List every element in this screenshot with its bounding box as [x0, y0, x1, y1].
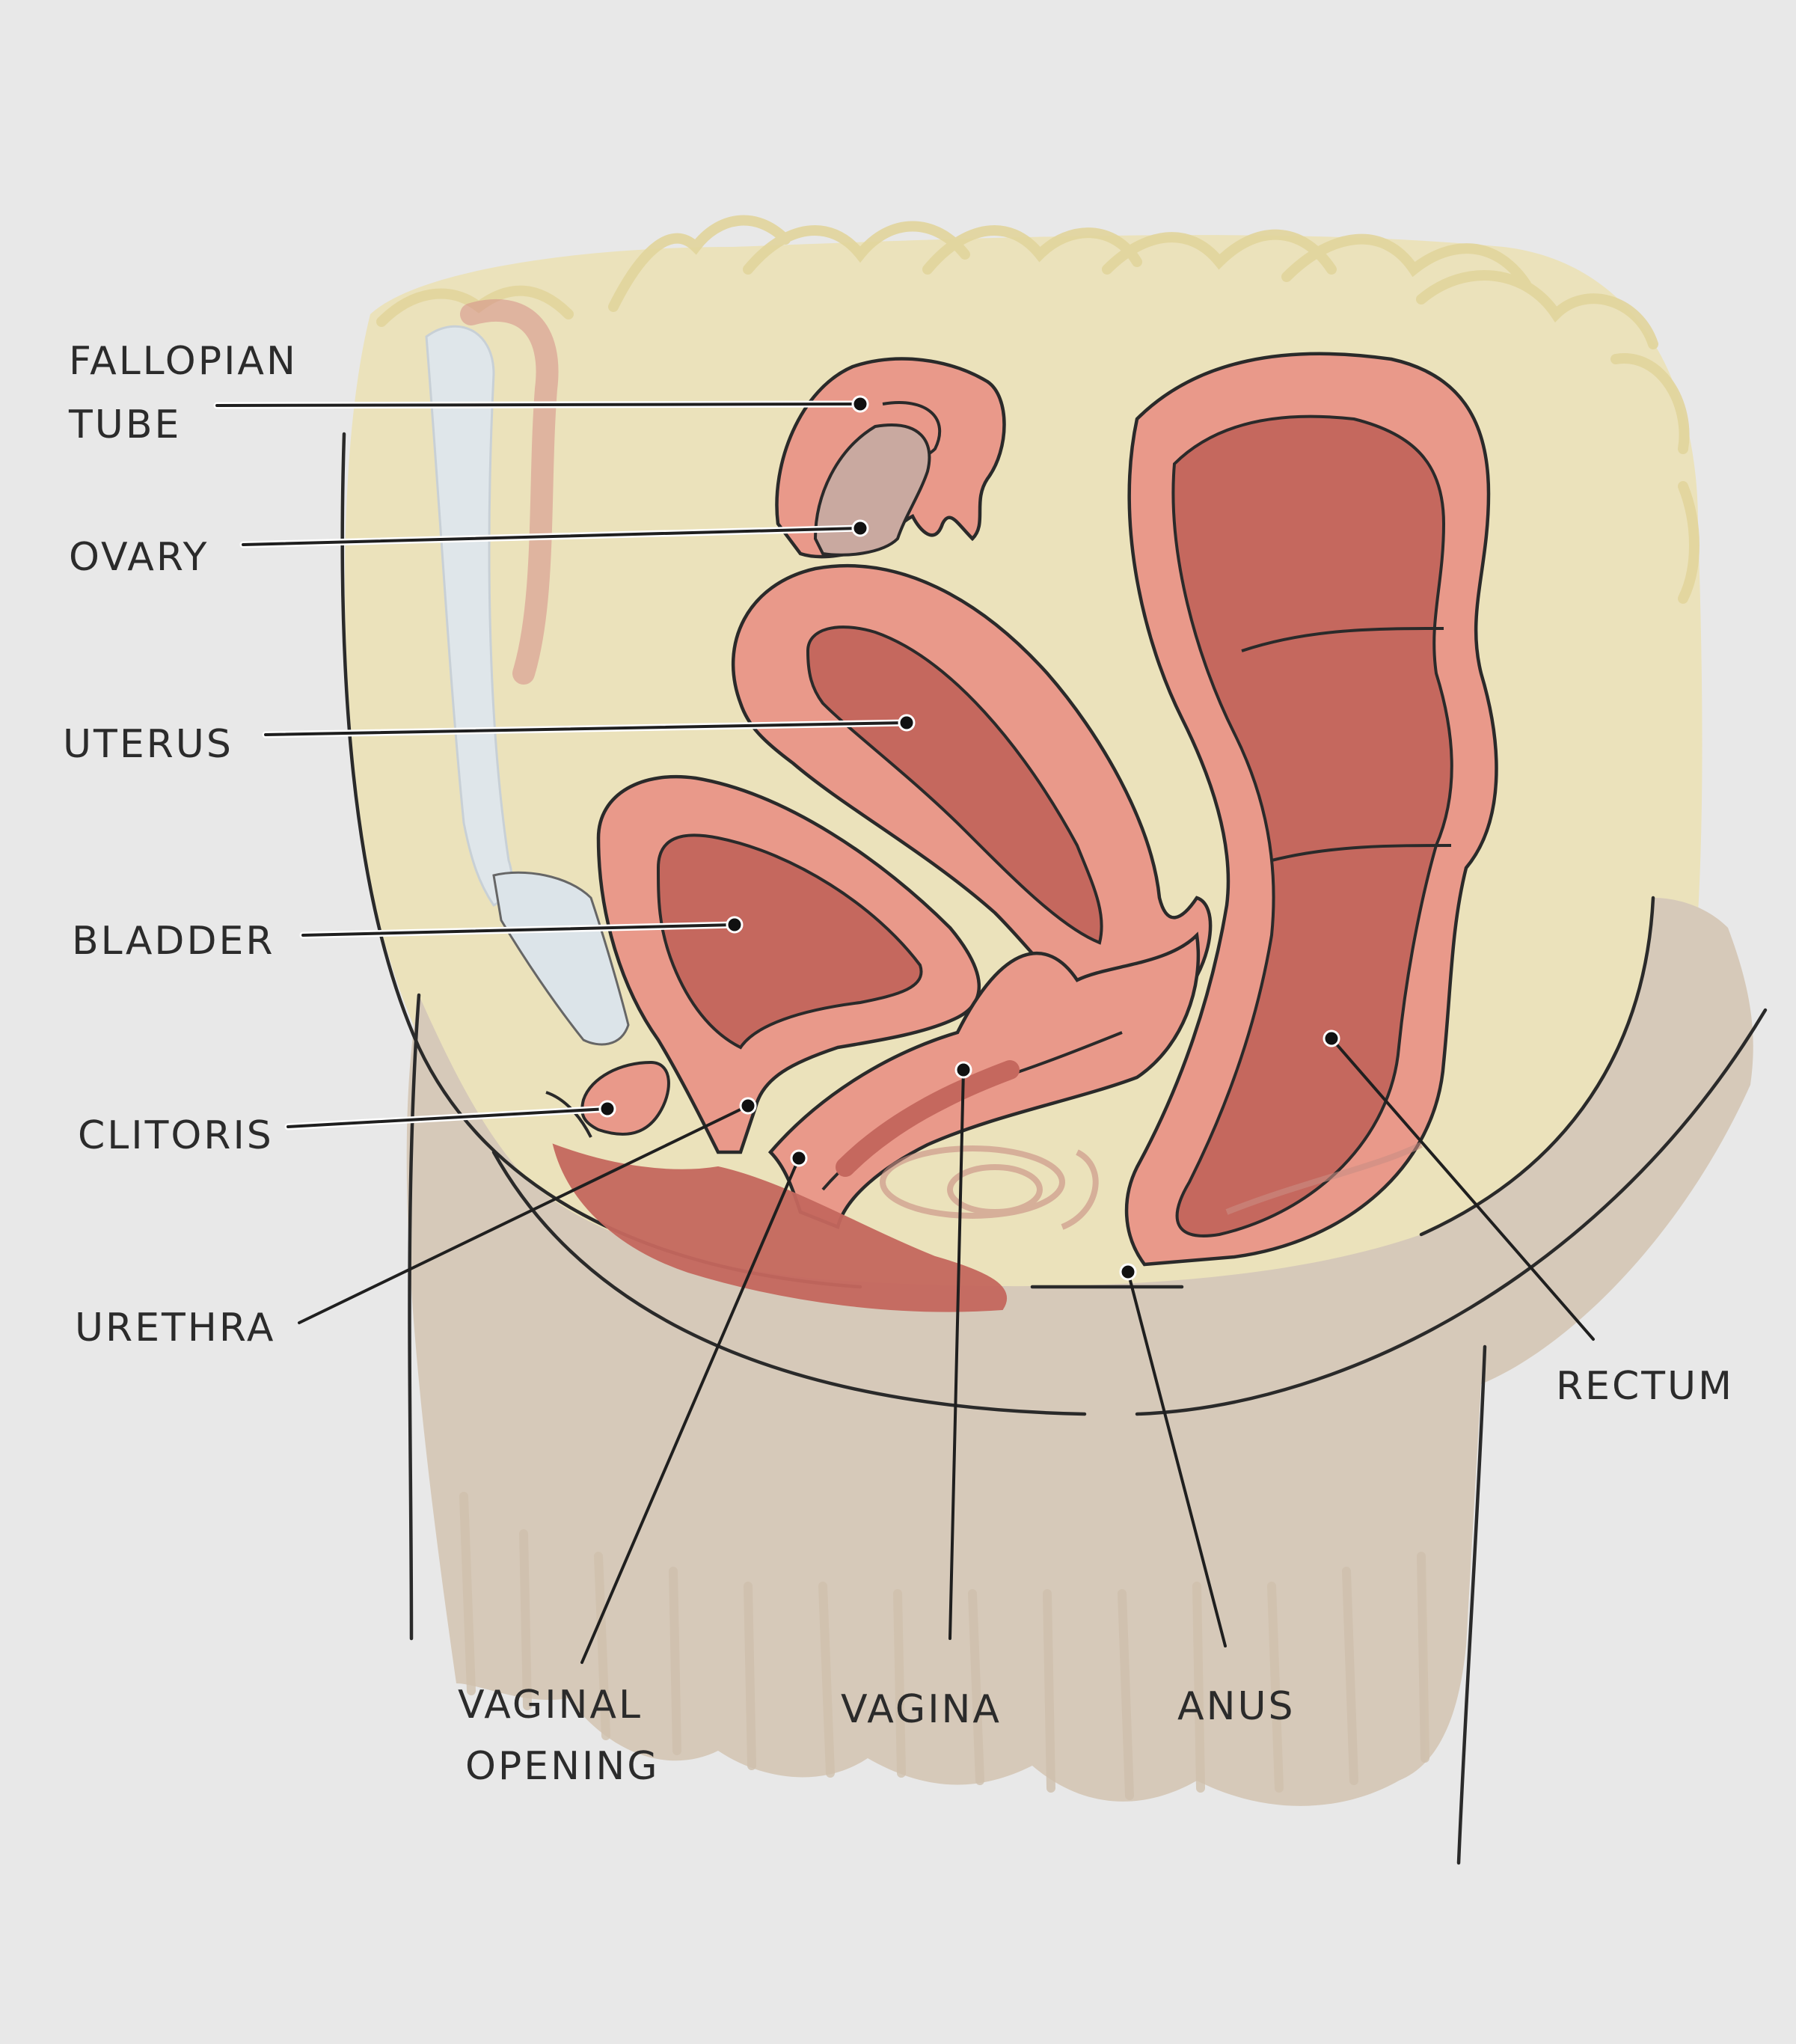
vagina-dot: [956, 1062, 971, 1077]
uterus-label: UTERUS: [63, 722, 233, 767]
fallopian-tube-dot: [853, 397, 868, 411]
clitoris-label: CLITORIS: [78, 1113, 274, 1158]
anus-label: ANUS: [1177, 1684, 1296, 1729]
vaginal-opening-dot: [791, 1151, 806, 1166]
uterus-dot: [899, 715, 914, 730]
bladder-dot: [727, 917, 742, 932]
vaginal-opening-label-line2: OPENING: [465, 1744, 660, 1789]
ovary-dot: [853, 521, 868, 536]
fallopian-tube-label-line1: FALLOPIAN: [69, 339, 298, 384]
vagina-label: VAGINA: [841, 1687, 1002, 1732]
vaginal-opening-label-line1: VAGINAL: [458, 1683, 643, 1728]
urethra-dot: [741, 1098, 756, 1113]
clitoris-dot: [600, 1101, 615, 1116]
urethra-label: URETHRA: [75, 1306, 276, 1350]
rectum-dot: [1324, 1031, 1339, 1046]
fallopian-tube-label-line2: TUBE: [68, 403, 181, 447]
bladder-label: BLADDER: [72, 919, 275, 964]
anus-dot: [1121, 1264, 1135, 1279]
rectum-label: RECTUM: [1556, 1364, 1734, 1409]
ovary-label: OVARY: [69, 535, 209, 580]
